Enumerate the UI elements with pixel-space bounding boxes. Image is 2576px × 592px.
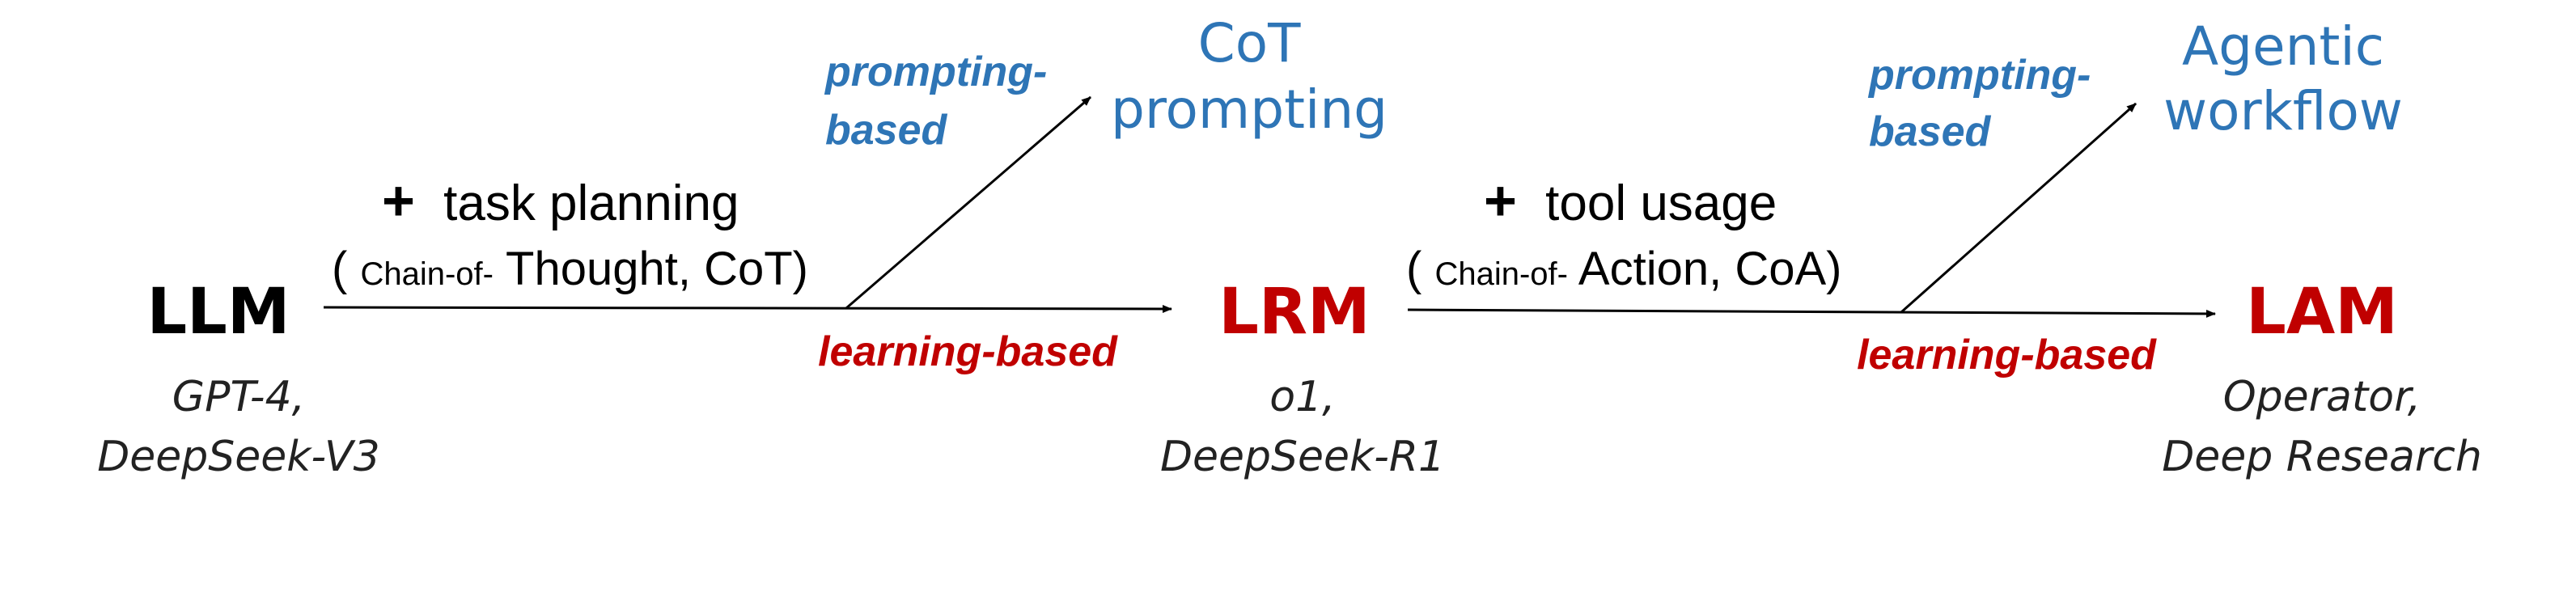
chain-of-thought-paren: ( (332, 243, 347, 295)
first-prompting-based-line2: based (825, 107, 948, 154)
arrow-branch-to-cot-prompting (845, 95, 1091, 310)
lam-node-label: LAM (2246, 276, 2398, 349)
lrm-examples-line2: DeepSeek-R1 (1160, 433, 1445, 481)
chain-of-action-label: ( Chain-of- Action, CoA) (1406, 243, 1841, 295)
lrm-node-label: LRM (1218, 276, 1370, 349)
chain-of-action-paren: ( (1406, 243, 1421, 295)
task-planning-label: + task planning (382, 169, 739, 232)
arrow-llm-to-lrm (323, 304, 1172, 313)
llm-examples-line1: GPT-4, (172, 373, 305, 421)
task-planning-action: task planning (443, 175, 739, 231)
lrm-examples-line1: o1, (1269, 373, 1335, 421)
chain-of-action-rest: Action, CoA) (1578, 243, 1842, 295)
chain-of-thought-label: ( Chain-of- Thought, CoT) (332, 243, 808, 295)
lam-examples-line1: Operator, (2223, 373, 2421, 421)
first-prompting-based-line1: prompting- (824, 49, 1047, 95)
second-prompting-based-line2: based (1869, 108, 1992, 155)
llm-node-label: LLM (146, 276, 290, 349)
arrow-branch-to-agentic-workflow (1900, 102, 2137, 314)
second-learning-based-label: learning-based (1857, 332, 2157, 378)
agentic-workflow-target-line2: workflow (2163, 80, 2403, 142)
second-prompting-based-line1: prompting- (1867, 52, 2091, 99)
cot-prompting-target-line1: CoT (1198, 12, 1301, 74)
first-learning-based-label: learning-based (818, 328, 1118, 375)
arrow-lrm-to-lam (1407, 308, 2216, 318)
tool-usage-plus: + (1484, 169, 1517, 232)
cot-prompting-target-line2: prompting (1111, 78, 1388, 141)
tool-usage-label: + tool usage (1484, 169, 1777, 232)
tool-usage-action: tool usage (1545, 175, 1777, 231)
lam-examples-line2: Deep Research (2162, 433, 2482, 481)
chain-of-action-prefix: Chain-of- (1434, 256, 1568, 292)
chain-of-thought-prefix: Chain-of- (360, 256, 494, 292)
llm-examples-line2: DeepSeek-V3 (97, 433, 379, 481)
agentic-workflow-target-line1: Agentic (2182, 15, 2384, 78)
chain-of-thought-rest: Thought, CoT) (506, 243, 808, 295)
task-planning-plus: + (382, 169, 415, 232)
